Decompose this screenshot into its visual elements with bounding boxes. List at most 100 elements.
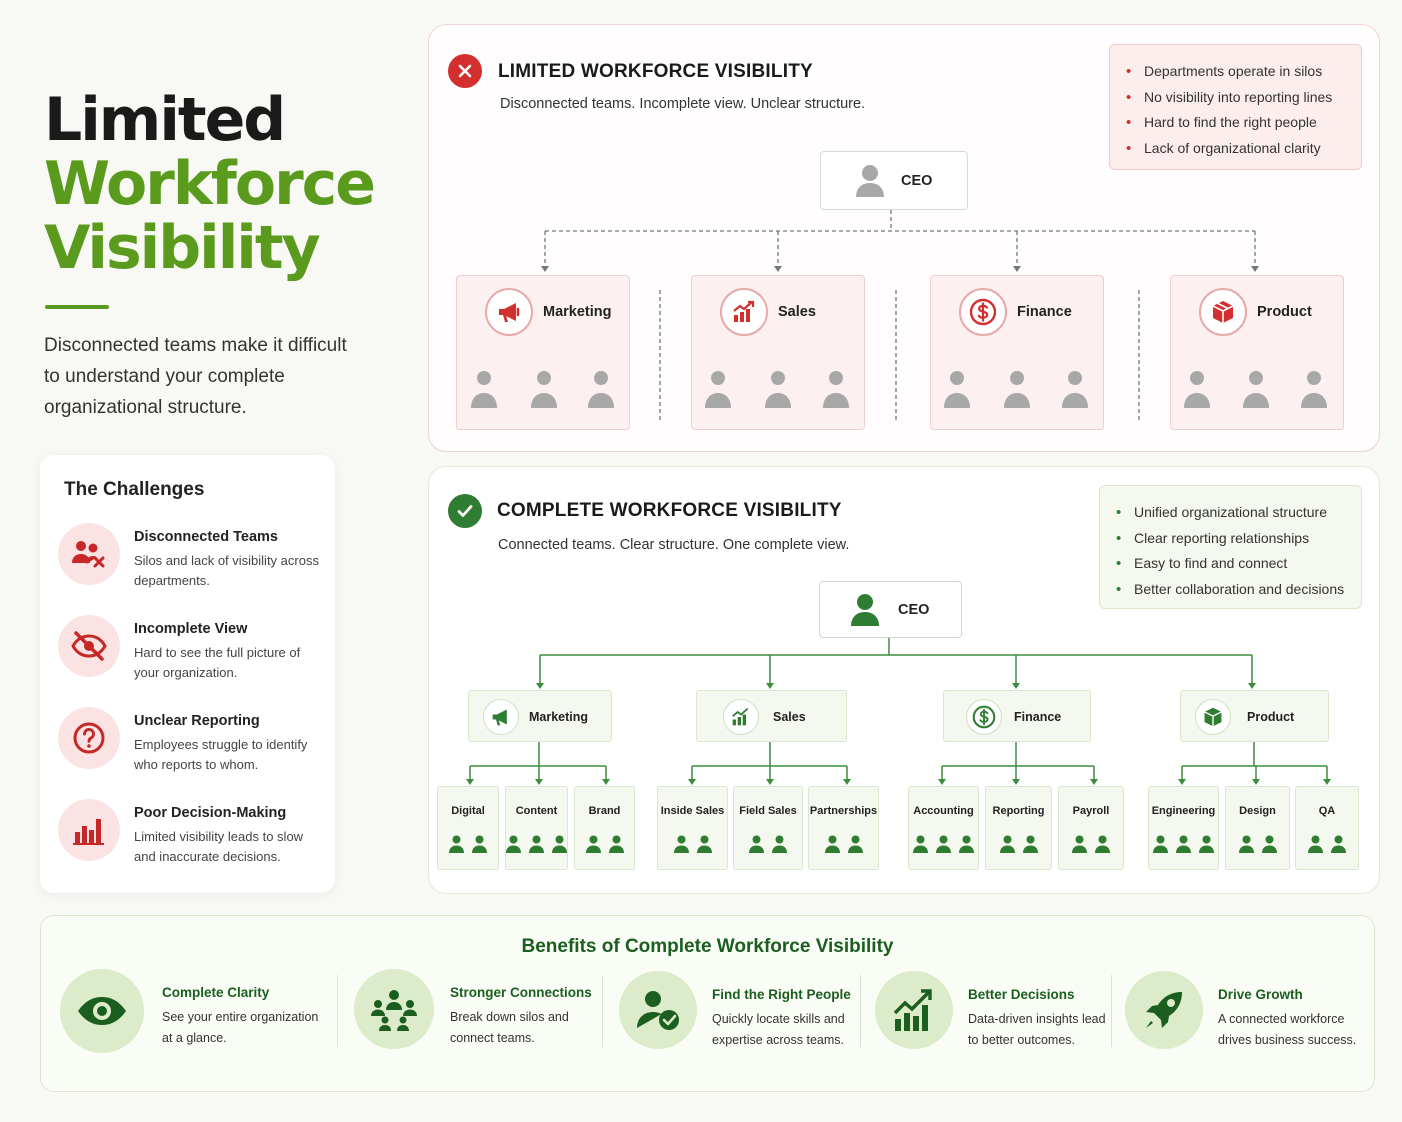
challenge-title: Incomplete View: [134, 621, 248, 637]
page-subtitle: Disconnected teams make it difficult to …: [44, 335, 347, 418]
team-name: Brand: [588, 805, 621, 817]
challenge-desc: Employees struggle to identify who repor…: [134, 737, 308, 772]
limited-ceo-node: CEO: [820, 151, 968, 210]
team-name: Design: [1239, 805, 1276, 817]
limited-bullets: Departments operate in silos No visibili…: [1109, 44, 1362, 170]
person-icon: [449, 835, 464, 853]
team-members: [1149, 835, 1218, 853]
benefit-item: Drive Growth A connected workforce drive…: [1125, 969, 1365, 1069]
person-icon: [1238, 835, 1254, 853]
team-card: Reporting: [985, 786, 1052, 870]
person-icon: [772, 835, 787, 853]
team-members: [734, 835, 802, 853]
complete-subtitle: Connected teams. Clear structure. One co…: [498, 537, 850, 553]
dollar-icon: [959, 288, 1007, 336]
complete-org-connectors: [466, 638, 1331, 785]
title-underline: [45, 305, 109, 309]
challenges-card: The Challenges Disconnected Teams Silos …: [40, 455, 335, 893]
team-name: Digital: [451, 805, 485, 817]
person-icon: [1308, 835, 1323, 853]
team-members: [575, 835, 634, 853]
team-members: [506, 835, 567, 853]
team-name: Partnerships: [809, 805, 878, 817]
eye-icon: [60, 969, 144, 1053]
person-icon: [585, 835, 601, 853]
bullet-item: Unified organizational structure: [1116, 500, 1347, 526]
team-name: Content: [515, 805, 558, 817]
challenge-desc: Limited visibility leads to slow and ina…: [134, 829, 304, 864]
challenges-heading: The Challenges: [64, 479, 205, 500]
team-members: [1226, 835, 1289, 853]
team-members: [809, 835, 878, 853]
person-icon: [847, 835, 863, 853]
challenge-item: Disconnected Teams Silos and lack of vis…: [58, 523, 328, 603]
benefit-desc: A connected workforce drives business su…: [1218, 1012, 1357, 1047]
complete-dept-finance: Finance: [943, 690, 1091, 742]
person-icon: [1331, 835, 1346, 853]
bullet-item: Lack of organizational clarity: [1126, 136, 1347, 162]
team-name: Reporting: [992, 805, 1045, 817]
team-card: Field Sales: [733, 786, 803, 870]
benefit-desc: See your entire organization at a glance…: [162, 1010, 319, 1045]
team-card: Brand: [574, 786, 635, 870]
users-x-icon: [58, 523, 120, 585]
person-icon: [472, 835, 487, 853]
person-icon: [1153, 835, 1168, 853]
team-card: Digital: [437, 786, 499, 870]
person-icon: [1095, 835, 1110, 853]
challenge-item: Poor Decision-Making Limited visibility …: [58, 799, 328, 879]
team-name: Inside Sales: [660, 805, 725, 817]
dept-name: Marketing: [529, 710, 589, 724]
team-card: Inside Sales: [657, 786, 728, 870]
complete-ceo-node: CEO: [819, 581, 962, 638]
limited-title: LIMITED WORKFORCE VISIBILITY: [498, 61, 813, 82]
trend-chart-icon: [875, 971, 953, 1049]
limited-subtitle: Disconnected teams. Incomplete view. Unc…: [500, 96, 866, 112]
person-icon: [1199, 835, 1214, 853]
bullet-item: Better collaboration and decisions: [1116, 577, 1347, 603]
divider: [602, 975, 603, 1047]
benefit-item: Find the Right People Quickly locate ski…: [619, 969, 859, 1069]
person-icon: [999, 835, 1015, 853]
team-members: [438, 835, 498, 853]
rocket-icon: [1125, 971, 1203, 1049]
title-line-2: Workforce: [44, 149, 376, 219]
team-network-icon: [354, 969, 434, 1049]
team-members: [658, 835, 727, 853]
challenge-title: Disconnected Teams: [134, 529, 278, 545]
bullet-item: Easy to find and connect: [1116, 551, 1347, 577]
dept-name: Finance: [1014, 710, 1062, 724]
dollar-icon: [966, 699, 1002, 735]
complete-title: COMPLETE WORKFORCE VISIBILITY: [497, 500, 842, 521]
person-icon: [851, 593, 879, 626]
user-check-icon: [619, 971, 697, 1049]
benefit-desc: Data-driven insights lead to better outc…: [968, 1012, 1106, 1047]
person-icon: [936, 835, 951, 853]
person-icon: [673, 835, 689, 853]
person-icon: [1261, 835, 1277, 853]
dept-name: Finance: [1017, 304, 1072, 320]
person-icon: [506, 835, 521, 853]
bullet-item: Departments operate in silos: [1126, 59, 1347, 85]
team-members: [1296, 835, 1358, 853]
ceo-label: CEO: [901, 172, 933, 189]
person-icon: [552, 835, 567, 853]
megaphone-icon: [485, 288, 533, 336]
team-name: QA: [1318, 805, 1336, 817]
person-icon: [1176, 835, 1191, 853]
ceo-label: CEO: [898, 601, 930, 618]
team-name: Payroll: [1072, 805, 1110, 817]
benefit-item: Stronger Connections Break down silos an…: [354, 967, 594, 1067]
dept-name: Marketing: [543, 304, 612, 320]
page-title: Limited Workforce Visibility: [44, 85, 376, 280]
dept-name: Product: [1257, 304, 1312, 320]
megaphone-icon: [483, 699, 519, 735]
complete-dept-sales: Sales: [696, 690, 847, 742]
box-icon: [1195, 699, 1231, 735]
team-card: Partnerships: [808, 786, 879, 870]
title-line-1: Limited: [44, 85, 286, 155]
person-icon: [856, 164, 884, 197]
check-icon: [448, 494, 482, 528]
complete-bullets: Unified organizational structure Clear r…: [1099, 485, 1362, 609]
person-icon: [1022, 835, 1038, 853]
